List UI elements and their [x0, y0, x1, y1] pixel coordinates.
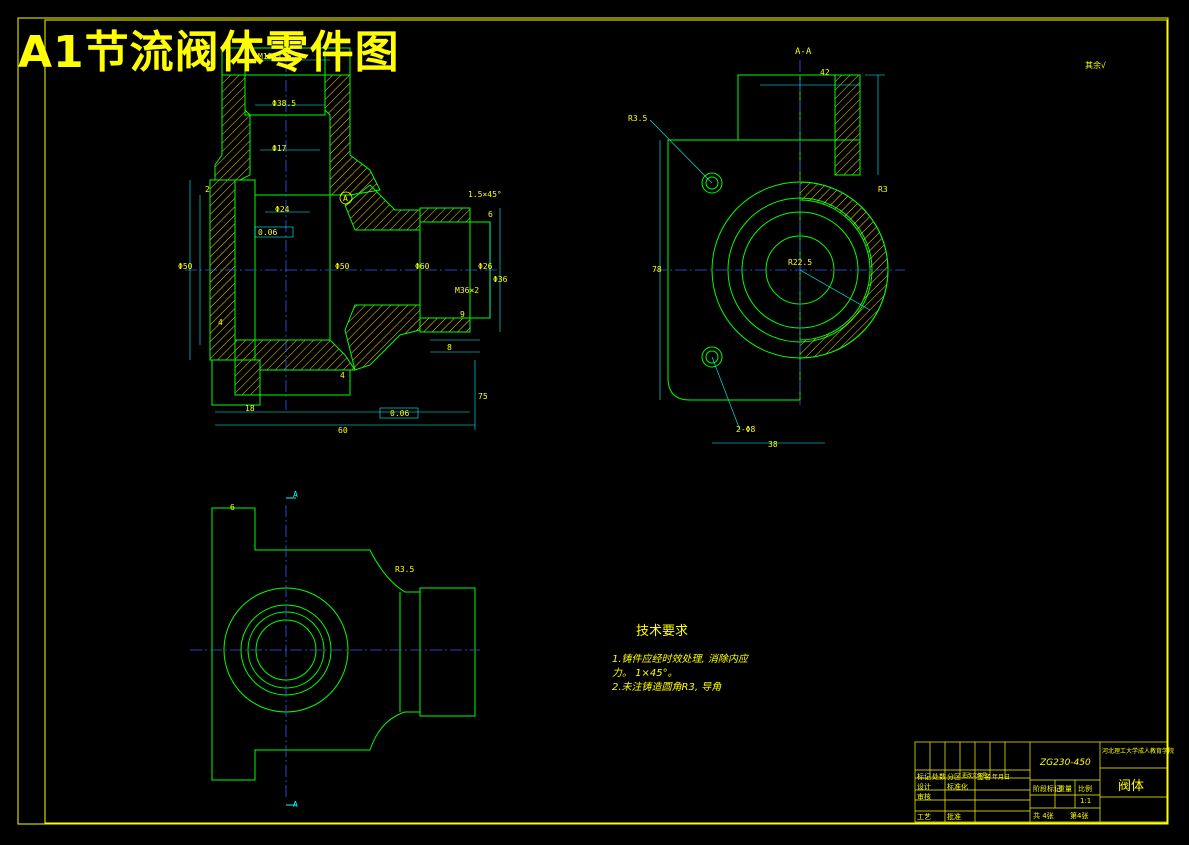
dim-bv-6: 6 — [230, 503, 235, 512]
title-block — [914, 741, 1168, 823]
tb-label-3: 更改文件号 — [962, 773, 988, 779]
callout-letter: A — [343, 194, 348, 203]
view-mark-top: A — [293, 490, 298, 499]
dim-right1: M36×2 — [455, 286, 480, 295]
main-dimensions — [189, 59, 501, 430]
dim-phi4: Φ24 — [275, 205, 290, 214]
tb-drawing-no: ZG230-450 — [1040, 758, 1091, 768]
tb-label-11: 阶段标记 — [1033, 785, 1061, 793]
section-aa-view — [667, 74, 889, 401]
dim-tol2: 0.06 — [390, 409, 410, 418]
dim-aa-hole: 2-Φ8 — [736, 425, 756, 434]
tb-school: 河北理工大学成人教育学院 — [1102, 748, 1175, 755]
view-mark-bottom: A — [293, 800, 298, 809]
dim-top-thread: M18×1.5 — [258, 52, 292, 61]
dim-tol1: 0.06 — [258, 228, 278, 237]
tb-label-6: 设计 — [917, 783, 931, 791]
dim-aa-r: R3 — [878, 185, 888, 194]
tech-req-line-2: 力。 1×45°。 — [612, 668, 678, 679]
dim-right-w: 9 — [460, 310, 465, 319]
drawing-title: A1节流阀体零件图 — [18, 27, 400, 78]
dim-aa-r2: R22.5 — [788, 258, 813, 267]
dim-aa-h: 78 — [652, 265, 662, 274]
dim-aa-top: 42 — [820, 68, 830, 77]
dim-phi1: Φ38.5 — [272, 99, 297, 108]
tb-label-7: 标准化 — [947, 783, 968, 791]
callout-circle-a — [339, 191, 353, 205]
tb-sheets-total: 共 4张 — [1033, 812, 1054, 820]
dim-right-w2: 8 — [447, 343, 452, 352]
tb-label-1: 处数 — [932, 773, 946, 781]
roughness-note: 其余√ — [1085, 61, 1106, 70]
dim-b1: 2 — [205, 185, 210, 194]
dim-gap-small: 4 — [340, 371, 345, 380]
outer-frame — [17, 17, 1169, 825]
tb-label-12: 重量 — [1058, 785, 1072, 793]
tb-label-4: 签名 — [977, 773, 991, 781]
tolerance-frame-top — [254, 226, 294, 238]
tb-label-2: 分区 — [947, 773, 961, 781]
tb-label-10: 批准 — [947, 813, 961, 821]
dim-bottom-l: 18 — [245, 404, 255, 413]
tb-scale: 1:1 — [1080, 797, 1092, 805]
dim-left: Φ50 — [178, 262, 193, 271]
aa-dimensions — [649, 74, 885, 444]
dim-b2: 4 — [218, 318, 223, 327]
section-label: A-A — [795, 47, 812, 57]
dim-phi3: Φ50 — [335, 262, 350, 271]
dim-right2: Φ26 — [478, 262, 493, 271]
dim-aa-w: 38 — [768, 440, 778, 449]
dim-aa-r1: R3.5 — [628, 114, 648, 123]
tb-sheet-no: 第4张 — [1070, 812, 1089, 820]
dim-bottom-total: 60 — [338, 426, 348, 435]
section-marks — [286, 497, 296, 806]
main-section-view — [209, 47, 491, 406]
dim-height: 75 — [478, 392, 488, 401]
top-view — [211, 507, 476, 781]
tb-label-0: 标记 — [917, 773, 931, 781]
dim-right3: Φ36 — [493, 275, 508, 284]
tech-req-line-3: 2.未注铸造圆角R3, 导角 — [612, 682, 722, 693]
dim-chamfer: 1.5×45° — [468, 190, 502, 199]
dim-gap: 6 — [488, 210, 493, 219]
tb-label-9: 工艺 — [917, 813, 931, 821]
dim-bv-r: R3.5 — [395, 565, 415, 574]
tech-req-heading: 技术要求 — [636, 624, 689, 639]
tech-req-line-1: 1.铸件应经时效处理, 消除内应 — [612, 654, 748, 665]
tb-label-8: 审核 — [917, 793, 931, 801]
tb-label-5: 年月日 — [992, 774, 1011, 781]
tb-part-name: 阀体 — [1118, 779, 1145, 794]
inner-frame — [44, 19, 1168, 824]
tb-label-13: 比例 — [1078, 785, 1092, 793]
dim-phi2: Φ17 — [272, 144, 287, 153]
dim-side: Φ60 — [415, 262, 430, 271]
tolerance-frame-bottom — [379, 407, 419, 419]
